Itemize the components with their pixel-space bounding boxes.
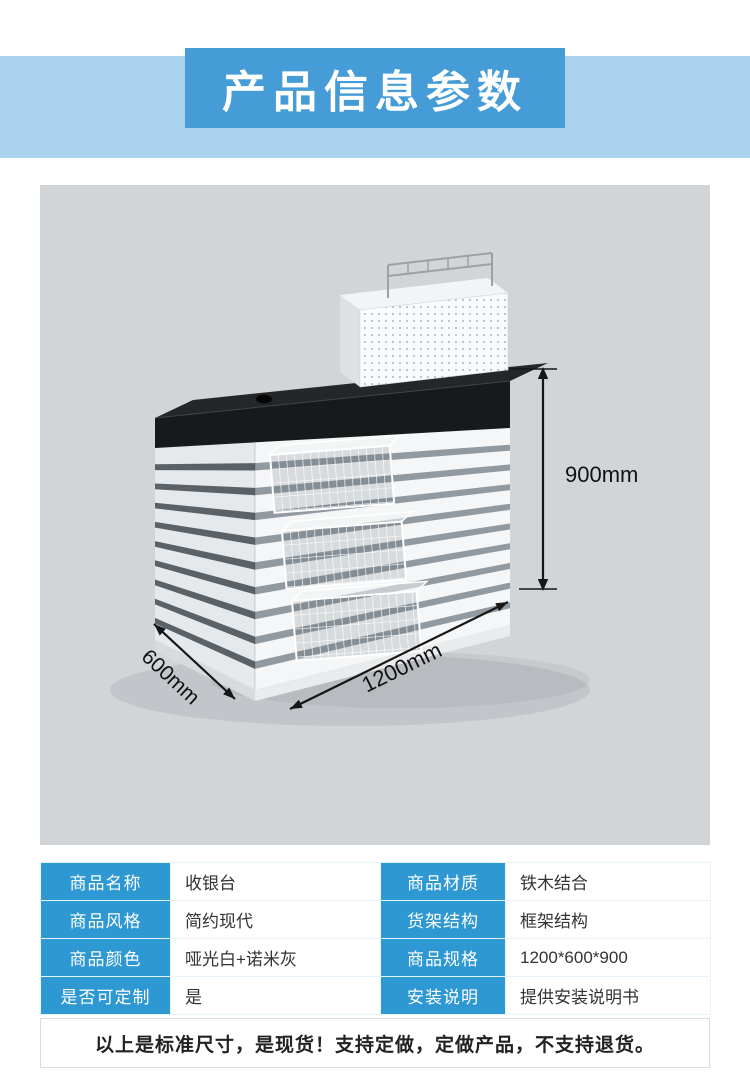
- wire-basket-1: [267, 434, 402, 514]
- product-render: 900mm 600mm 1200mm: [110, 252, 638, 726]
- banner-title-box: 产品信息参数: [185, 48, 565, 128]
- spec-label-size: 商品规格: [380, 938, 506, 977]
- table-row: 是否可定制 是 安装说明 提供安装说明书: [40, 976, 711, 1015]
- counter-left-panel: [155, 442, 255, 701]
- grommet-hole: [256, 394, 272, 404]
- dimension-height: 900mm: [510, 367, 638, 591]
- spec-table: 商品名称 收银台 商品材质 铁木结合 商品风格 简约现代 货架结构 框架结构 商…: [40, 862, 711, 1015]
- spec-value-style: 简约现代: [170, 900, 381, 939]
- perforated-box: [340, 252, 509, 388]
- wire-basket-2: [279, 510, 414, 590]
- spec-label-color: 商品颜色: [40, 938, 171, 977]
- spec-value-size: 1200*600*900: [505, 938, 711, 977]
- table-row: 商品风格 简约现代 货架结构 框架结构: [40, 900, 711, 939]
- spec-value-color: 哑光白+诺米灰: [170, 938, 381, 977]
- table-row: 商品名称 收银台 商品材质 铁木结合: [40, 862, 711, 901]
- table-row: 商品颜色 哑光白+诺米灰 商品规格 1200*600*900: [40, 938, 711, 977]
- product-image-panel: 900mm 600mm 1200mm: [40, 185, 710, 845]
- banner-band: 产品信息参数: [0, 48, 750, 158]
- spec-label-name: 商品名称: [40, 862, 171, 901]
- spec-label-style: 商品风格: [40, 900, 171, 939]
- wire-basket-3: [289, 580, 429, 662]
- spec-value-name: 收银台: [170, 862, 381, 901]
- spec-value-structure: 框架结构: [505, 900, 711, 939]
- spec-label-material: 商品材质: [380, 862, 506, 901]
- page-title: 产品信息参数: [222, 68, 528, 117]
- spec-value-customizable: 是: [170, 976, 381, 1015]
- footer-note-text: 以上是标准尺寸，是现货！支持定做，定做产品，不支持退货。: [94, 1034, 655, 1056]
- wire-rail: [387, 252, 493, 298]
- footer-note-box: 以上是标准尺寸，是现货！支持定做，定做产品，不支持退货。: [40, 1018, 710, 1068]
- spec-label-structure: 货架结构: [380, 900, 506, 939]
- dimension-height-label: 900mm: [565, 462, 638, 487]
- spec-value-installation: 提供安装说明书: [505, 976, 711, 1015]
- spec-label-installation: 安装说明: [380, 976, 506, 1015]
- spec-label-customizable: 是否可定制: [40, 976, 171, 1015]
- spec-value-material: 铁木结合: [505, 862, 711, 901]
